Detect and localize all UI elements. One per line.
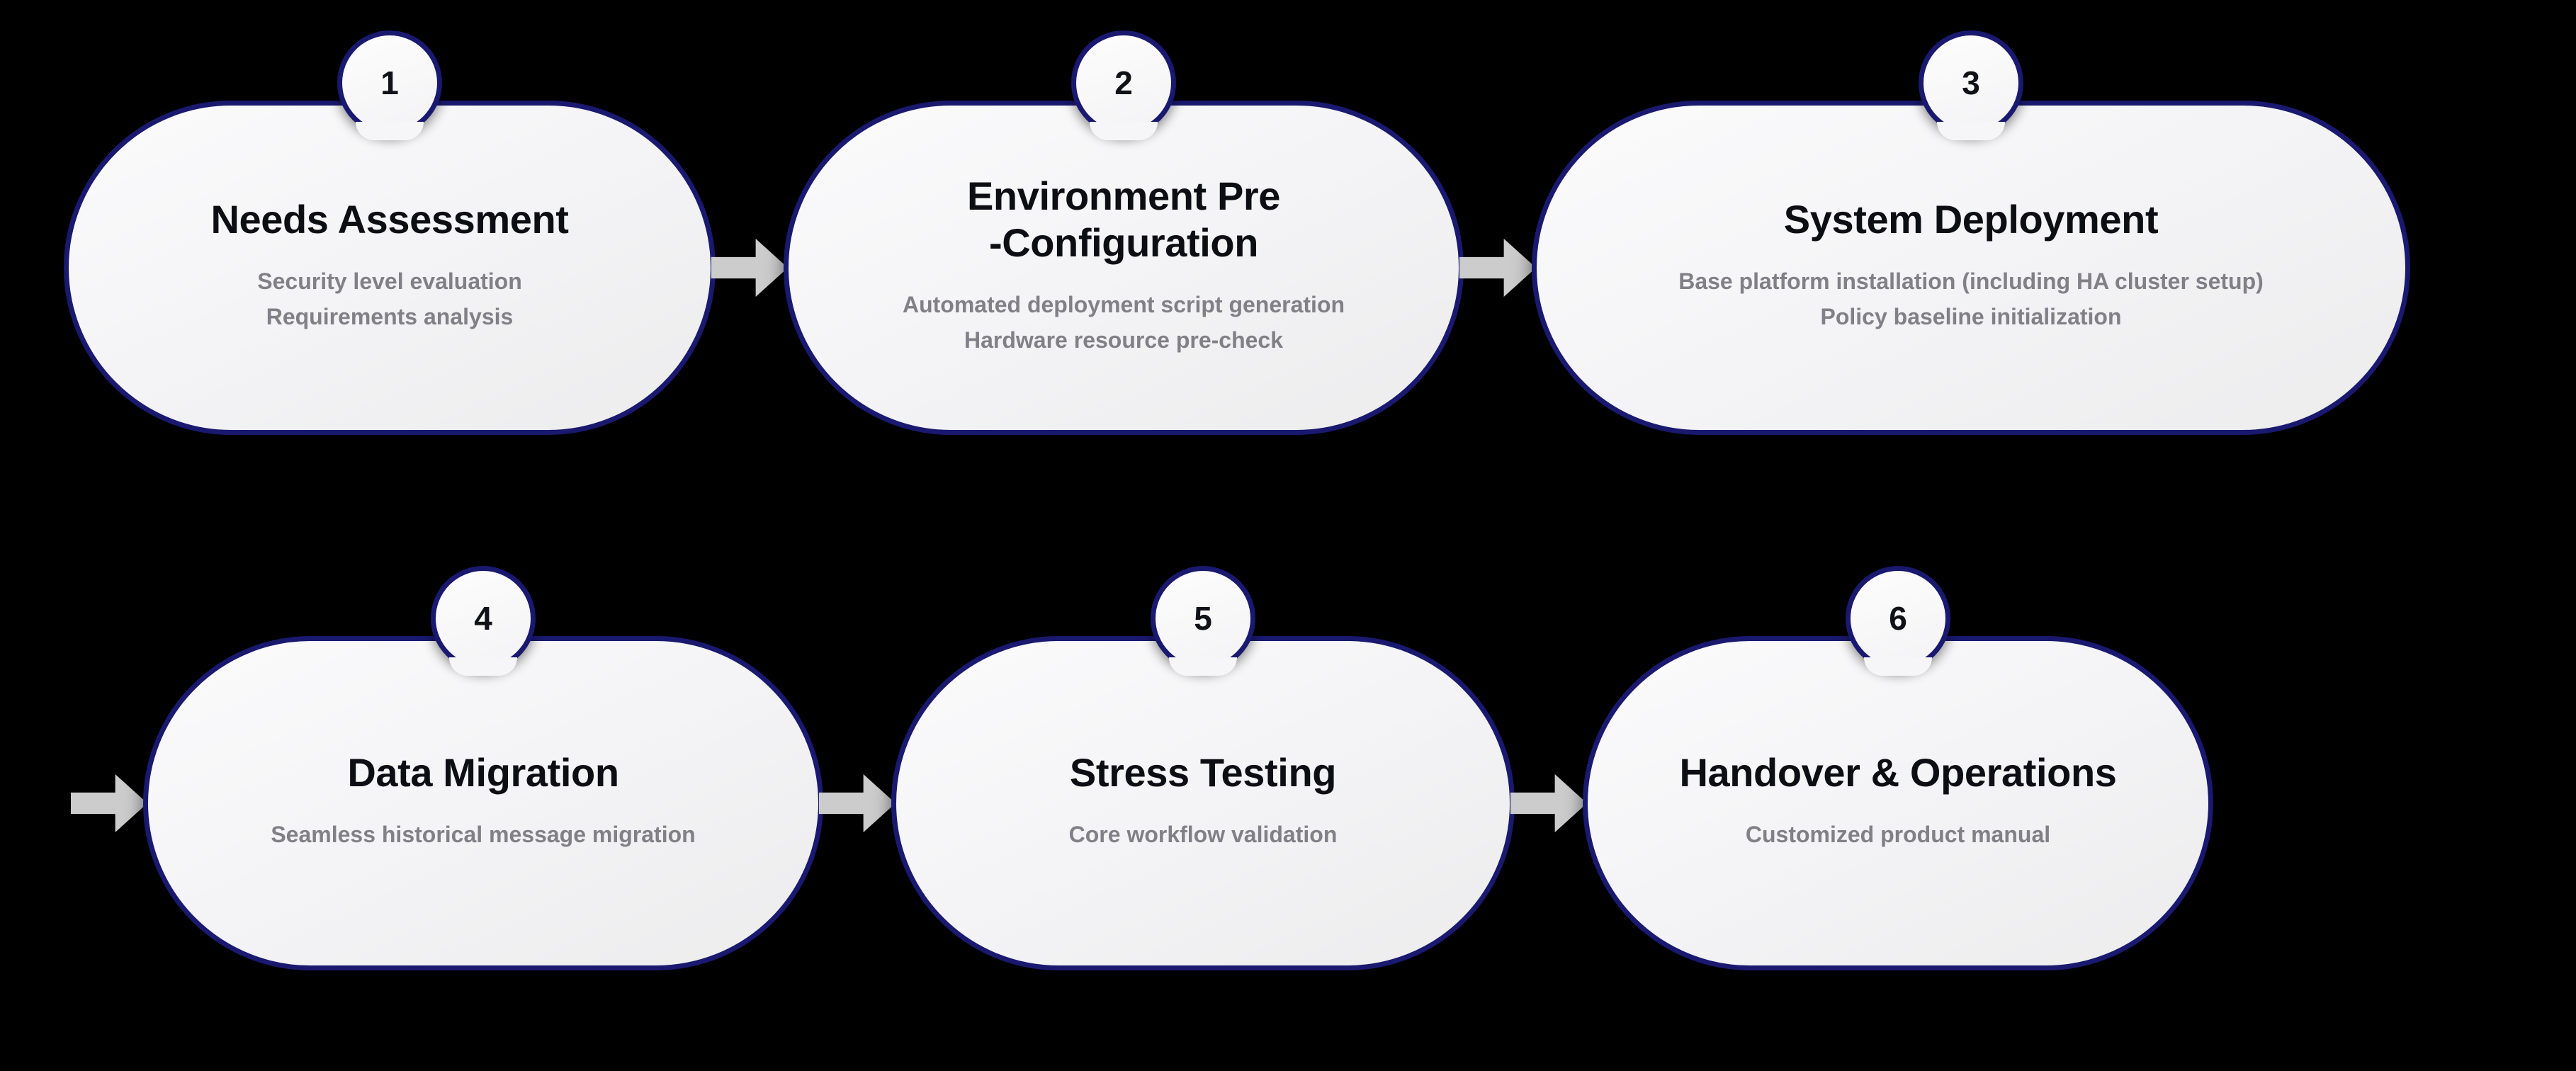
node-title-5: Stress Testing [1069,750,1337,795]
node-title-4: Data Migration [347,750,619,795]
process-node-1[interactable]: 1 Needs Assessment Security level evalua… [64,30,716,435]
flow-arrow-4-to-5 [819,765,896,842]
flow-arrow-1-to-2 [711,230,788,306]
step-number-4: 4 [474,600,492,637]
node-title-1: Needs Assessment [210,197,569,242]
process-row-top: 1 Needs Assessment Security level evalua… [0,0,2576,536]
right-arrow-icon [1510,774,1587,833]
step-number-badge-4: 4 [431,566,536,671]
node-subtitle-6-line-1: Customized product manual [1745,822,2051,848]
process-node-2[interactable]: 2 Environment Pre -Configuration Automat… [784,30,1464,435]
node-title-3: System Deployment [1783,197,2159,242]
step-number-badge-6: 6 [1846,566,1950,671]
node-subtitle-1-line-1: Security level evaluation [257,268,522,295]
node-subtitle-4-line-1: Seamless historical message migration [271,822,696,848]
node-subtitle-1-line-2: Requirements analysis [266,304,514,330]
process-node-4[interactable]: 4 Data Migration Seamless historical mes… [143,566,823,970]
step-number-badge-1: 1 [337,30,442,135]
node-title-6: Handover & Operations [1679,750,2117,795]
node-subtitle-2-line-1: Automated deployment script generation [902,292,1345,318]
step-number-1: 1 [380,64,399,101]
step-number-6: 6 [1889,600,1907,637]
flow-arrow-2-to-3 [1459,230,1536,306]
node-title-2: Environment Pre -Configuration [966,174,1281,266]
process-node-3[interactable]: 3 System Deployment Base platform instal… [1532,30,2410,435]
process-row-bottom: 4 Data Migration Seamless historical mes… [0,536,2576,1071]
node-subtitle-5-line-1: Core workflow validation [1068,822,1338,848]
right-arrow-icon [1459,238,1536,298]
process-node-5[interactable]: 5 Stress Testing Core workflow validatio… [891,566,1515,970]
flow-arrow-3-to-4-wrap [71,765,147,842]
node-subtitle-3-line-1: Base platform installation (including HA… [1678,268,2264,295]
step-number-5: 5 [1194,600,1212,637]
step-number-badge-5: 5 [1151,566,1255,671]
right-arrow-icon [711,238,788,298]
right-arrow-icon [819,774,896,833]
step-number-3: 3 [1962,64,1980,101]
flow-arrow-5-to-6 [1510,765,1587,842]
step-number-2: 2 [1114,64,1133,101]
node-subtitle-3-line-2: Policy baseline initialization [1820,304,2122,330]
step-number-badge-3: 3 [1919,30,2023,135]
process-node-6[interactable]: 6 Handover & Operations Customized produ… [1583,566,2213,970]
right-arrow-icon [71,774,147,833]
step-number-badge-2: 2 [1071,30,1176,135]
node-subtitle-2-line-2: Hardware resource pre-check [964,327,1283,353]
